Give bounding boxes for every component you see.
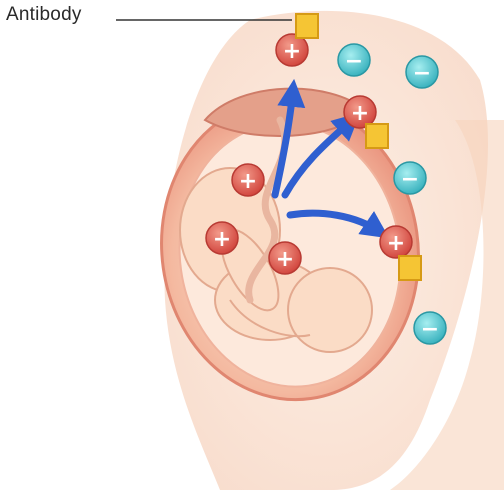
minus-icon: − [413,61,431,86]
maternal-cell-3: − [394,162,426,194]
minus-icon: − [401,167,419,192]
plus-icon: + [276,247,294,272]
plus-icon: + [283,39,301,64]
fetal-cell-left: + [206,222,238,254]
plus-icon: + [387,231,405,256]
plus-icon: + [239,169,257,194]
antibody-label: Antibody [6,4,82,26]
plus-icon: + [213,227,231,252]
fetal-cell-right: + [380,226,412,258]
minus-icon: − [421,317,439,342]
minus-icon: − [345,49,363,74]
antibody-marker-right [399,256,421,280]
fetal-cell-center: + [269,242,301,274]
fetal-cell-middle: + [232,164,264,196]
maternal-cell-4: − [414,312,446,344]
plus-icon: + [351,101,369,126]
antibody-marker-upper-right [366,124,388,148]
maternal-cell-1: − [338,44,370,76]
antibody-marker-top [296,14,318,38]
maternal-cell-2: − [406,56,438,88]
